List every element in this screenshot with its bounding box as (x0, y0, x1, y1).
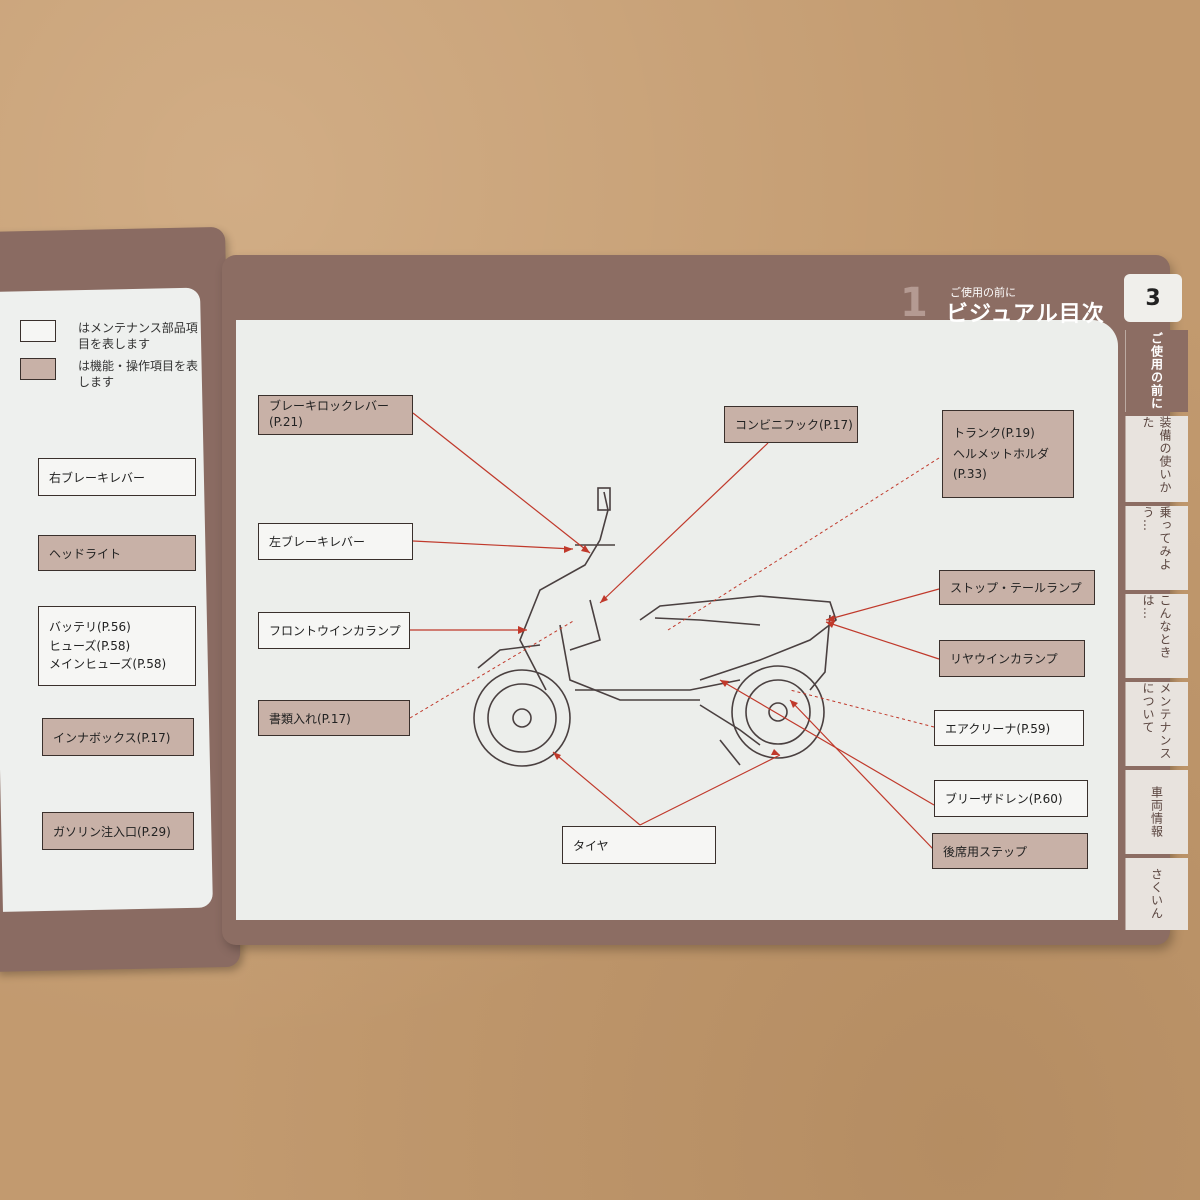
tab-riding[interactable]: 乗ってみよう… (1125, 506, 1188, 590)
stop-tail-lamp-box: ストップ・テールランプ (939, 570, 1095, 605)
fuel-inlet-box: ガソリン注入口(P.29) (42, 812, 194, 850)
inner-box-box: インナボックス(P.17) (42, 718, 194, 756)
page-title: ビジュアル目次 (946, 302, 1105, 327)
tab-troubleshooting[interactable]: こんなときは… (1125, 594, 1188, 678)
helmet-holder-label: ヘルメットホルダ (953, 446, 1050, 461)
tab-maintenance[interactable]: メンテナンスについて (1125, 682, 1188, 766)
tab-equipment[interactable]: 装備の使いかた (1125, 416, 1188, 502)
tab-index[interactable]: さくいん (1125, 858, 1188, 930)
left-brake-lever-box: 左ブレーキレバー (258, 523, 413, 560)
main-fuse-label: メインヒューズ(P.58) (49, 657, 167, 672)
tire-box: タイヤ (562, 826, 716, 864)
air-cleaner-box: エアクリーナ(P.59) (934, 710, 1084, 746)
passenger-step-box: 後席用ステップ (932, 833, 1088, 869)
convenience-hook-box: コンビニフック(P.17) (724, 406, 858, 443)
page-number: 3 (1124, 274, 1182, 322)
battery-label: バッテリ(P.56) (49, 620, 131, 635)
function-legend-text: は機能・操作項目を表します (78, 359, 199, 390)
headlight-box: ヘッドライト (38, 535, 196, 571)
chapter-number: 1 (900, 280, 928, 326)
document-holder-box: 書類入れ(P.17) (258, 700, 410, 736)
front-winker-box: フロントウインカランプ (258, 612, 410, 649)
maintenance-legend-swatch (20, 320, 56, 342)
chapter-subtitle: ご使用の前に (950, 286, 1016, 299)
fuse-label: ヒューズ(P.58) (49, 638, 131, 653)
function-legend-swatch (20, 358, 56, 380)
trunk-helmet-holder-box: トランク(P.19) ヘルメットホルダ (P.33) (942, 410, 1074, 498)
tab-vehicle-info[interactable]: 車両情報 (1125, 770, 1188, 854)
right-brake-lever-box: 右ブレーキレバー (38, 458, 196, 496)
brake-lock-lever-box: ブレーキロックレバー (P.21) (258, 395, 413, 435)
trunk-label: トランク(P.19) (953, 426, 1035, 441)
tab-before-use[interactable]: ご使用の前に (1125, 330, 1188, 412)
battery-fuse-box: バッテリ(P.56) ヒューズ(P.58) メインヒューズ(P.58) (38, 606, 196, 686)
rear-winker-box: リヤウインカランプ (939, 640, 1085, 677)
breather-drain-box: ブリーザドレン(P.60) (934, 780, 1088, 817)
maintenance-legend-text: はメンテナンス部品項目を表します (78, 321, 198, 352)
